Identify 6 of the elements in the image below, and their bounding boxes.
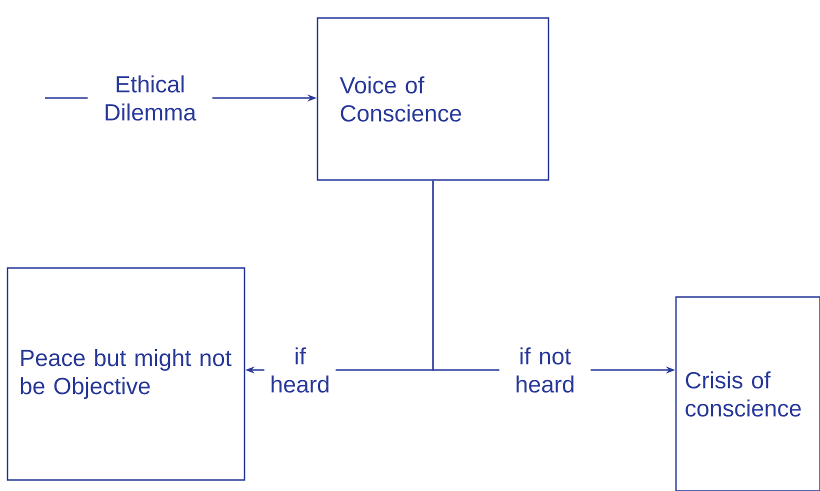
edge-label: Ethical Dilemma — [88, 72, 212, 123]
process-box: Voice of Conscience — [316, 17, 550, 181]
edge-label: if not heard — [499, 344, 591, 395]
process-box: Peace but might not be Objective — [6, 267, 246, 481]
edge-label: if heard — [264, 344, 336, 395]
process-box: Crisis of conscience — [675, 296, 820, 491]
